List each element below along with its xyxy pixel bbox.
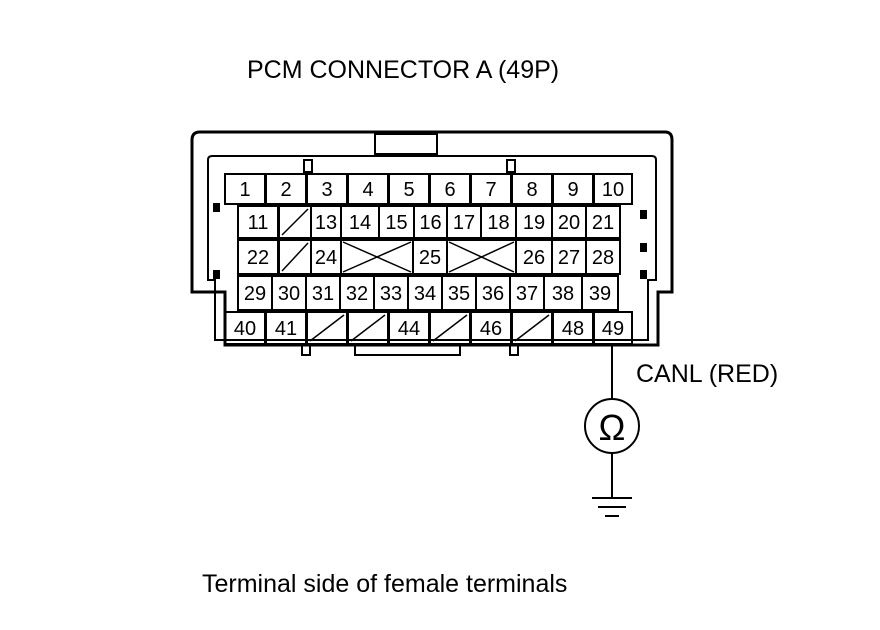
terminal-number: 5: [403, 179, 414, 201]
unused-slash-mark: [281, 208, 309, 236]
terminal-number: 10: [602, 179, 624, 201]
terminal-number: 31: [312, 283, 334, 305]
terminal-number: 32: [346, 283, 368, 305]
terminal-number: 36: [482, 283, 504, 305]
diagram-title: PCM CONNECTOR A (49P): [247, 56, 560, 84]
terminal-number: 44: [398, 318, 420, 340]
terminal-number: 20: [558, 212, 580, 234]
terminal-number: 40: [234, 318, 256, 340]
terminal-number: 37: [516, 283, 538, 305]
terminal-number: 39: [589, 283, 611, 305]
terminal-number: 25: [419, 247, 441, 269]
terminal-number: 22: [247, 247, 269, 269]
terminal-number: 9: [567, 179, 578, 201]
terminal-number: 41: [275, 318, 297, 340]
terminal-number: 38: [552, 283, 574, 305]
terminal-number: 30: [278, 283, 300, 305]
terminal-number: 6: [444, 179, 455, 201]
unused-slash-mark: [350, 314, 386, 342]
terminal-number: 34: [414, 283, 436, 305]
terminal-number: 18: [487, 212, 509, 234]
terminal-number: 27: [558, 247, 580, 269]
terminal-number: 2: [280, 179, 291, 201]
terminal-number: 35: [448, 283, 470, 305]
terminal-number: 1: [239, 179, 250, 201]
terminal-number: 13: [315, 212, 337, 234]
unused-slash-mark: [432, 314, 468, 342]
terminal-number: 14: [349, 212, 371, 234]
terminal-number: 4: [362, 179, 373, 201]
ground-icon: [592, 497, 632, 517]
wire-label: CANL (RED): [636, 360, 779, 388]
unused-slash-mark: [309, 314, 345, 342]
terminal-cell: [581, 275, 619, 311]
terminal-number: 24: [315, 247, 337, 269]
terminal-number: 17: [453, 212, 475, 234]
terminal-number: 21: [592, 212, 614, 234]
unused-cross-mark: [448, 241, 515, 273]
unused-slash-mark: [281, 242, 309, 272]
terminal-cell: [585, 205, 621, 239]
terminal-number: 15: [385, 212, 407, 234]
unused-slash-mark: [514, 314, 550, 342]
terminal-number: 49: [602, 318, 624, 340]
terminal-number: 16: [419, 212, 441, 234]
ohm-symbol: Ω: [599, 407, 626, 448]
housing-latch-marks: [213, 203, 647, 279]
terminal-number: 46: [480, 318, 502, 340]
terminal-cell: [585, 239, 621, 275]
terminal-number: 19: [523, 212, 545, 234]
terminal-number: 48: [562, 318, 584, 340]
terminal-number: 26: [523, 247, 545, 269]
caption: Terminal side of female terminals: [202, 570, 568, 598]
terminal-number: 8: [526, 179, 537, 201]
terminal-number: 7: [485, 179, 496, 201]
terminal-number: 28: [592, 247, 614, 269]
terminal-number: 33: [380, 283, 402, 305]
terminal-cell: [593, 173, 633, 205]
terminal-number: 11: [248, 212, 269, 234]
terminal-number: 29: [244, 283, 266, 305]
terminal-number: 3: [321, 179, 332, 201]
probe-wire: [584, 343, 640, 498]
unused-cross-mark: [342, 241, 412, 273]
